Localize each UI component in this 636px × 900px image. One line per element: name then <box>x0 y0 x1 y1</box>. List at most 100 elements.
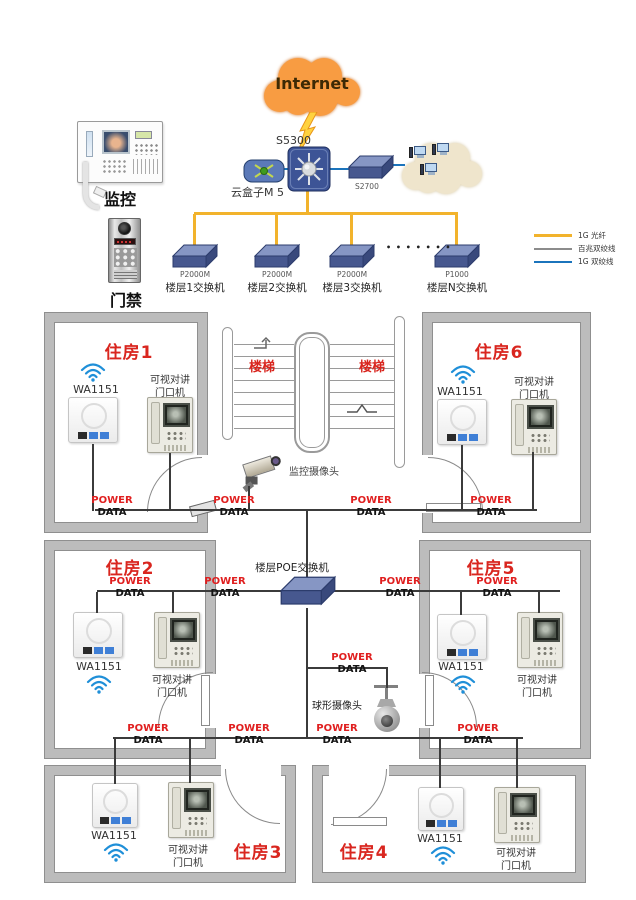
wifi-ap-label: WA1151 <box>73 383 119 396</box>
drop-line <box>532 452 534 511</box>
core-switch-icon <box>287 146 331 192</box>
room-3-title: 住房3 <box>233 843 283 863</box>
wifi-ap-device <box>418 787 464 831</box>
video-door-phone-device <box>147 397 193 453</box>
door-phone-label: 门口机 <box>501 861 531 872</box>
wifi-ap-device <box>437 614 487 660</box>
cable-s2700-to-lan <box>392 164 405 166</box>
legend-label-1g: 1G 双绞线 <box>578 257 614 266</box>
cloud-box-label: 云盒子M 5 <box>231 186 284 199</box>
room-6-title: 住房6 <box>474 343 524 363</box>
power-label: POWER <box>476 576 518 587</box>
video-door-phone-device <box>517 612 563 668</box>
power-label: POWER <box>331 652 373 663</box>
door-phone-label: 门口机 <box>173 858 203 869</box>
wifi-signal-icon <box>80 363 106 382</box>
room-1-title: 住房1 <box>104 343 154 363</box>
data-label: DATA <box>337 663 367 675</box>
door-phone-label: 门口机 <box>522 688 552 699</box>
floor-switch-2-model: P2000M <box>261 270 293 279</box>
wifi-signal-icon <box>450 675 476 694</box>
data-label: DATA <box>322 734 352 746</box>
wifi-signal-icon <box>86 675 112 694</box>
door-phone-label: 可视对讲 <box>496 848 536 859</box>
door-leaf <box>333 817 387 826</box>
floor-switch-1-name: 楼层1交换机 <box>165 282 225 294</box>
drop-line <box>189 739 191 783</box>
wifi-ap-label: WA1151 <box>76 660 122 673</box>
wifi-ap-label: WA1151 <box>437 385 483 398</box>
fiber-drop-1 <box>193 214 196 245</box>
door-leaf <box>426 503 481 512</box>
stair-rail-right <box>394 316 405 468</box>
floor-switch-n-icon <box>434 243 480 269</box>
floor-switch-1-model: P2000M <box>179 270 211 279</box>
wifi-ap-label: WA1151 <box>91 829 137 842</box>
wifi-signal-icon <box>450 365 476 384</box>
stair-direction-arrow <box>347 403 377 413</box>
data-label: DATA <box>234 734 264 746</box>
legend-label-100m: 百兆双绞线 <box>578 244 616 253</box>
door-phone-label: 门口机 <box>155 388 185 399</box>
dome-camera-label: 球形摄像头 <box>312 701 362 712</box>
bus-line-upper <box>95 509 537 511</box>
door-phone-label: 可视对讲 <box>517 675 557 686</box>
door-opening <box>197 455 208 513</box>
data-label: DATA <box>463 734 493 746</box>
power-label: POWER <box>350 495 392 506</box>
poe-switch-label: 楼层POE交换机 <box>255 562 329 574</box>
drop-line <box>248 486 250 511</box>
switch-ellipsis: • • • • • • • <box>386 243 452 252</box>
wifi-ap-label: WA1151 <box>417 832 463 845</box>
elevator-shaft <box>294 332 330 453</box>
door-access-panel <box>108 218 141 283</box>
power-label: POWER <box>127 723 169 734</box>
drop-line <box>96 592 98 613</box>
room-2-title: 住房2 <box>105 559 155 579</box>
door-phone-label: 门口机 <box>519 390 549 401</box>
video-door-phone-device <box>168 782 214 838</box>
core-switch-label: S5300 <box>276 134 311 147</box>
stair-rail-left <box>222 327 233 440</box>
power-label: POWER <box>457 723 499 734</box>
legend-line-1g <box>534 261 572 263</box>
wifi-ap-label: WA1151 <box>438 660 484 673</box>
data-label: DATA <box>476 506 506 518</box>
wifi-signal-icon <box>103 843 129 862</box>
stairs-label-right: 楼梯 <box>358 360 386 375</box>
surveillance-camera-label: 监控摄像头 <box>289 467 339 478</box>
drop-line <box>114 739 116 784</box>
wifi-ap-device <box>68 397 118 443</box>
drop-line <box>516 739 518 788</box>
door-opening <box>422 455 433 513</box>
drop-line <box>386 667 388 688</box>
power-label: POWER <box>470 495 512 506</box>
fiber-drop-4 <box>455 214 458 245</box>
power-label: POWER <box>204 576 246 587</box>
video-door-phone-device <box>154 612 200 668</box>
power-label: POWER <box>109 576 151 587</box>
data-label: DATA <box>115 587 145 599</box>
floor-switch-1-icon <box>172 243 218 269</box>
power-label: POWER <box>316 723 358 734</box>
monitor-screen <box>102 130 130 154</box>
room-4-title: 住房4 <box>339 843 389 863</box>
stair-steps-right <box>330 344 394 438</box>
door-leaf <box>201 675 210 726</box>
drop-line <box>461 445 463 511</box>
handset-icon <box>83 162 99 210</box>
data-label: DATA <box>385 587 415 599</box>
s2700-switch-icon <box>348 154 394 180</box>
floor-switch-2-icon <box>254 243 300 269</box>
drop-line <box>460 592 462 615</box>
s2700-label: S2700 <box>355 182 379 191</box>
stairs-label-left: 楼梯 <box>248 360 276 375</box>
power-label: POWER <box>213 495 255 506</box>
video-door-phone-device <box>494 787 540 843</box>
